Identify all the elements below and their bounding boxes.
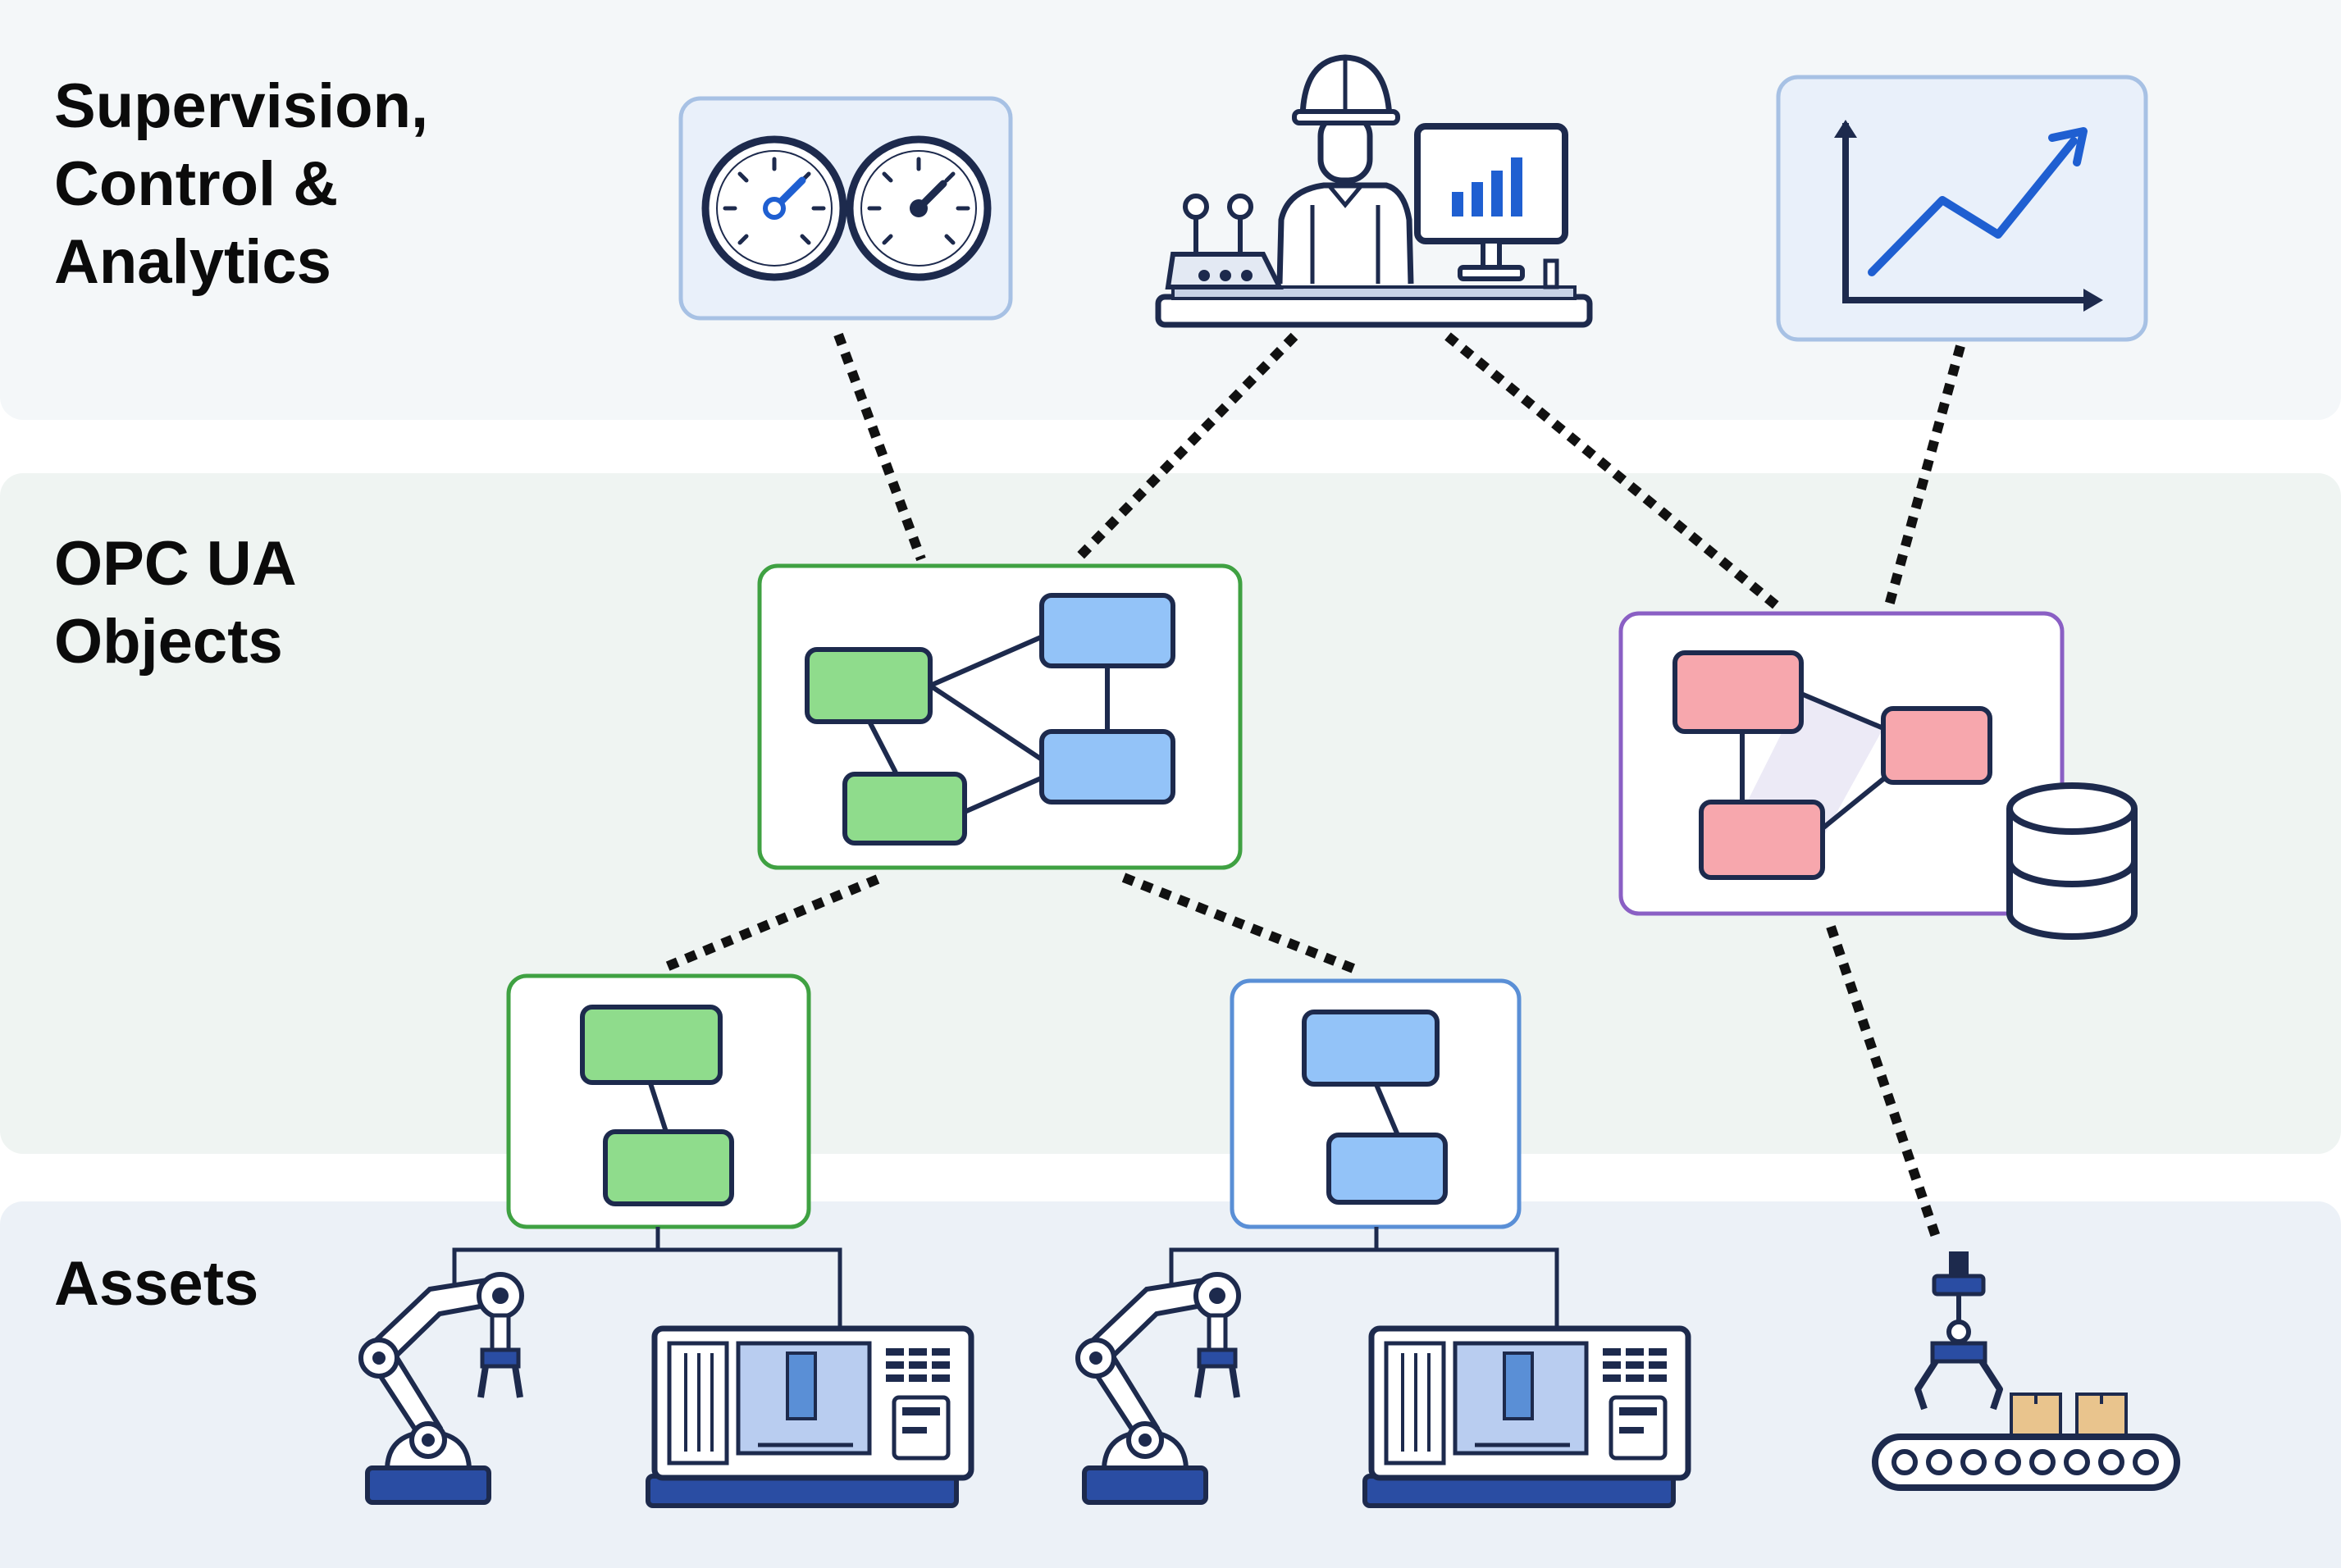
historian-opc-object: [1618, 611, 2065, 916]
red-node: [1699, 800, 1825, 880]
blue-node: [1039, 729, 1175, 805]
main-opc-object: [757, 563, 1243, 870]
opc-label-line-2: Objects: [54, 607, 283, 677]
trend-panel: [1776, 75, 2148, 342]
cnc-machine-icon: [1362, 1325, 1691, 1508]
opc-ua-layer-label: OPC UA Objects: [54, 525, 297, 681]
operator-workstation: [1155, 54, 1593, 328]
green-opc-object: [506, 973, 811, 1229]
trend-chart-icon: [1834, 120, 2103, 312]
connector-operator-to-historian-object: [1444, 332, 1783, 613]
connector-trend-to-historian-object: [1883, 344, 1965, 610]
database-icon: [2006, 782, 2138, 940]
gauge-icon: [701, 135, 847, 281]
supervision-label-line-3: Analytics: [54, 227, 331, 297]
blue-opc-object: [1230, 978, 1522, 1229]
assets-layer-label: Assets: [54, 1245, 258, 1323]
blue-node: [1326, 1133, 1448, 1205]
monitor-icon: [1414, 123, 1568, 289]
cnc-machine-icon: [646, 1325, 974, 1508]
connector-main-to-green-object: [658, 874, 880, 974]
red-node: [1672, 650, 1804, 734]
green-node: [805, 647, 933, 724]
supervision-label-line-1: Supervision,: [54, 71, 429, 141]
assets-label-line-1: Assets: [54, 1249, 259, 1319]
robot-arm-icon: [358, 1272, 524, 1505]
connector-gauges-to-main-object: [833, 332, 926, 562]
operator-icon: [1276, 54, 1414, 285]
asset-tree-lines: [452, 1227, 1559, 1329]
dotted-connectors: [658, 332, 1965, 1238]
connector-main-to-blue-object: [1121, 873, 1364, 977]
supervision-layer-label: Supervision, Control & Analytics: [54, 67, 428, 301]
blue-node: [1302, 1010, 1440, 1087]
conveyor-icon: [1872, 1251, 2180, 1491]
robot-arm-icon: [1075, 1272, 1241, 1505]
control-console-icon: [1165, 194, 1284, 289]
red-node: [1881, 706, 1992, 785]
opc-label-line-1: OPC UA: [54, 529, 297, 599]
connector-operator-to-main-object: [1070, 332, 1298, 566]
supervision-label-line-2: Control &: [54, 149, 339, 219]
green-node: [842, 772, 967, 846]
blue-node: [1039, 593, 1175, 668]
gauges-panel: [678, 96, 1013, 321]
green-node: [603, 1129, 734, 1206]
connector-historian-to-conveyor: [1826, 925, 1941, 1238]
green-node: [580, 1005, 723, 1085]
gauge-icon: [846, 135, 992, 281]
